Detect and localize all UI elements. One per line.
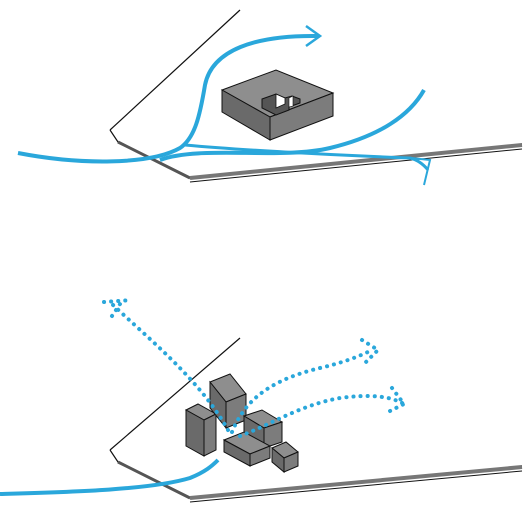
- bottom-ground-plane: [109, 337, 523, 503]
- top-ground-plane: [109, 9, 523, 183]
- top-panel: [17, 9, 523, 186]
- solid-courtyard-block-icon: [220, 69, 335, 141]
- solid-flow-arrow-icon: [17, 24, 432, 186]
- dispersed-flow-arrow-icon: [102, 298, 408, 438]
- fragmented-blocks-icon: [184, 373, 299, 474]
- bottom-panel: [0, 298, 523, 503]
- incoming-solid-flow: [0, 458, 220, 496]
